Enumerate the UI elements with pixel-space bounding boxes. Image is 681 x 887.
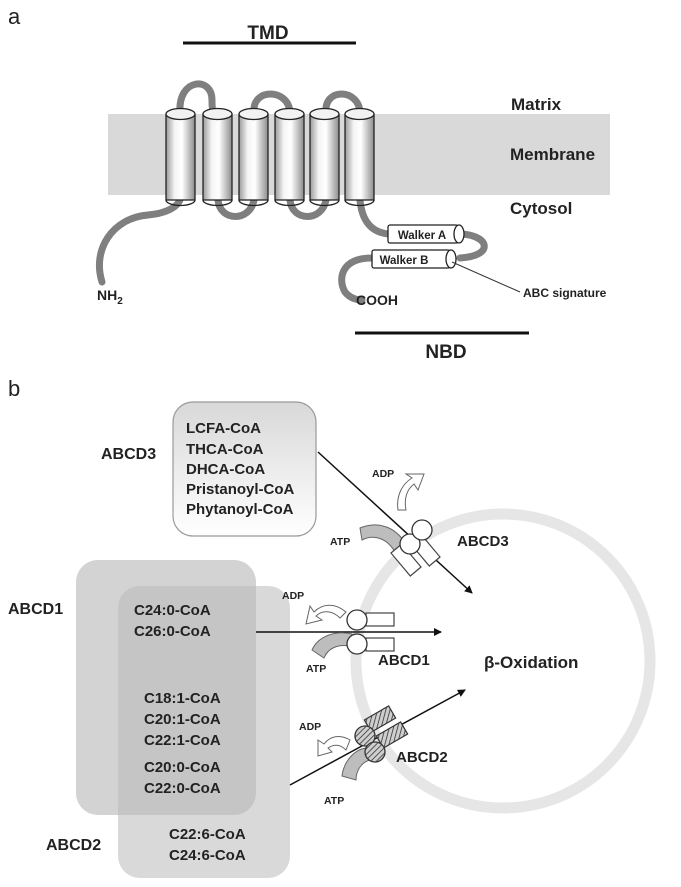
abcd1-transporter — [305, 604, 395, 659]
substrate-item: C24:0-CoA — [134, 602, 211, 619]
substrate-item: C22:1-CoA — [144, 732, 221, 749]
beta-oxidation-label: β-Oxidation — [484, 653, 578, 672]
abcd3-adp-label: ADP — [372, 468, 394, 480]
abcd1-adp-label: ADP — [282, 590, 304, 602]
cytosol-label: Cytosol — [510, 199, 572, 218]
panel-a-letter: a — [8, 4, 21, 29]
abcd3-transporter — [359, 473, 441, 577]
substrate-item: C18:1-CoA — [144, 690, 221, 707]
walker-a-cylinder — [387, 224, 465, 244]
abcd3-substrate-box — [172, 401, 317, 537]
abcd2-substrate-region — [118, 586, 290, 878]
abcd2-atp-label: ATP — [324, 795, 344, 807]
tmd-helices — [165, 107, 375, 207]
substrate-item: C22:6-CoA — [169, 826, 246, 843]
walker-b-label: Walker B — [380, 255, 429, 267]
abcd3-box-label: ABCD3 — [101, 446, 156, 463]
shared-substrate-list: C18:1-CoA C20:1-CoA C22:1-CoA C20:0-CoA … — [144, 690, 221, 797]
substrate-item: C22:0-CoA — [144, 780, 221, 797]
panel-b-letter: b — [8, 376, 20, 401]
abcd1-atp-label: ATP — [306, 663, 326, 675]
abcd3-substrate-list: LCFA-CoA THCA-CoA DHCA-CoA Pristanoyl-Co… — [186, 420, 295, 518]
tm-helix — [238, 107, 269, 207]
substrate-item: C24:6-CoA — [169, 847, 246, 864]
walker-a-label: Walker A — [398, 230, 446, 242]
tmd-label: TMD — [247, 23, 288, 44]
tm-helix — [165, 107, 196, 207]
substrate-item: C20:1-CoA — [144, 711, 221, 728]
walker-b-cylinder — [371, 249, 457, 269]
substrate-item: LCFA-CoA — [186, 420, 261, 437]
nh2-label: NH2 — [97, 287, 123, 307]
abc-signature-label: ABC signature — [523, 286, 607, 300]
tm-helix — [309, 107, 340, 207]
nbd-label: NBD — [425, 342, 466, 363]
substrate-item: C26:0-CoA — [134, 623, 211, 640]
peroxisome-membrane — [350, 508, 656, 814]
cooh-label: COOH — [356, 292, 398, 308]
membrane-label: Membrane — [510, 145, 595, 164]
tm-helix — [274, 107, 305, 207]
substrate-item: C20:0-CoA — [144, 759, 221, 776]
abcd2-box-label: ABCD2 — [46, 837, 101, 854]
tm-helix — [202, 107, 233, 207]
transporter-abcd2-label: ABCD2 — [396, 749, 448, 766]
matrix-label: Matrix — [511, 95, 562, 114]
abcd3-transport-arrow — [317, 451, 473, 594]
substrate-item: Phytanoyl-CoA — [186, 501, 294, 518]
abcd3-atp-label: ATP — [330, 536, 350, 548]
substrate-item: Pristanoyl-CoA — [186, 481, 295, 498]
abc-signature-pointer — [451, 261, 521, 293]
transporter-abcd3-label: ABCD3 — [457, 533, 509, 550]
tm-helix — [344, 107, 375, 207]
substrate-item: DHCA-CoA — [186, 461, 265, 478]
abcd1-box-label: ABCD1 — [8, 601, 63, 618]
abcd2-adp-label: ADP — [299, 721, 321, 733]
abcd2-substrate-list: C22:6-CoA C24:6-CoA — [169, 826, 246, 864]
abcd2-transporter — [317, 705, 409, 781]
transporter-abcd1-label: ABCD1 — [378, 652, 430, 669]
abcd1-substrate-list: C24:0-CoA C26:0-CoA — [134, 602, 211, 640]
substrate-item: THCA-CoA — [186, 441, 264, 458]
